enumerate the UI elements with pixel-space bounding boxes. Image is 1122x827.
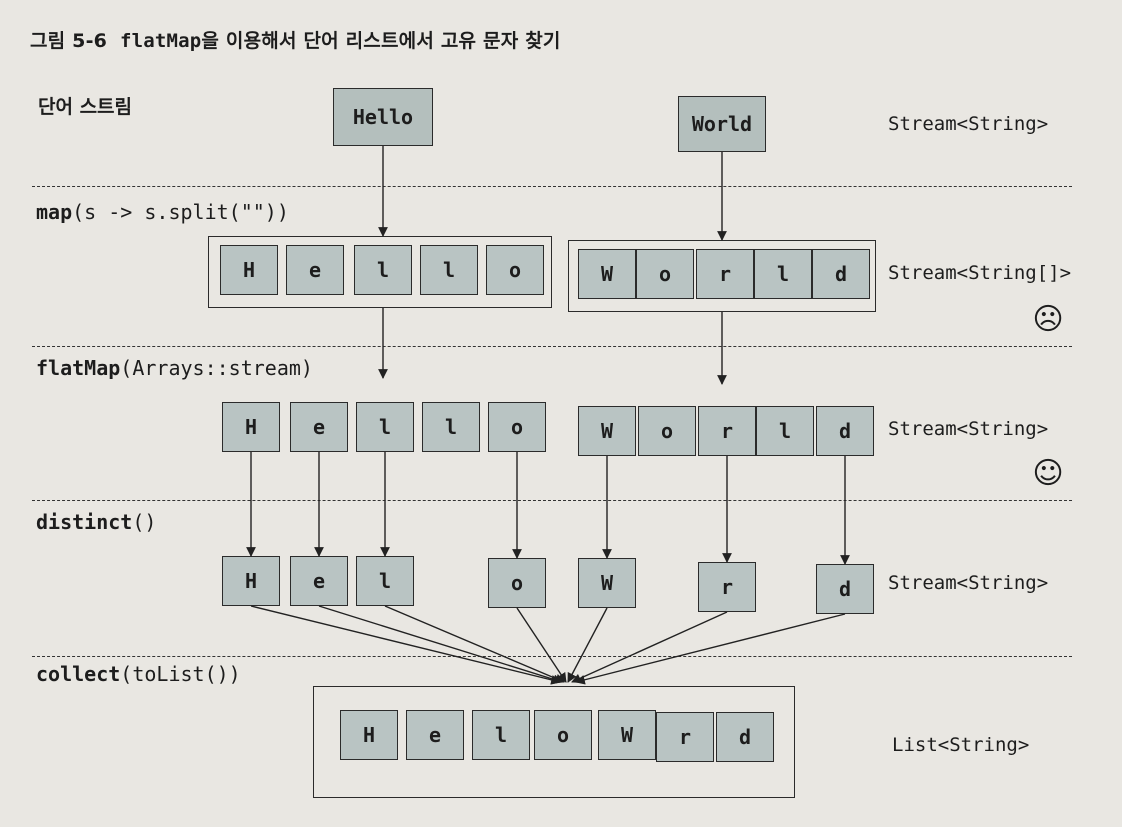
map-cell: l <box>754 249 812 299</box>
stage-collect-name: collect <box>36 662 121 686</box>
stage-label-collect: collect(toList()) <box>36 662 241 686</box>
arrow <box>250 605 561 685</box>
divider-4 <box>32 656 1072 657</box>
collect-cell: W <box>598 710 656 760</box>
divider-1 <box>32 186 1072 187</box>
distinct-cell: e <box>290 556 348 606</box>
arrow <box>575 613 846 685</box>
word-box-world: World <box>678 96 766 152</box>
flatmap-cell: d <box>816 406 874 456</box>
stage-map-arg: (s -> s.split("")) <box>72 200 289 224</box>
flatmap-cell: W <box>578 406 636 456</box>
stage-label-distinct: distinct() <box>36 510 156 534</box>
flatmap-cell: r <box>698 406 756 456</box>
stage-label-map: map(s -> s.split("")) <box>36 200 289 224</box>
map-cell: o <box>636 249 694 299</box>
stage-distinct-name: distinct <box>36 510 133 534</box>
collect-cell: r <box>656 712 714 762</box>
collect-cell: l <box>472 710 530 760</box>
list-frame <box>313 686 795 798</box>
flatmap-cell: o <box>638 406 696 456</box>
flatmap-cell: e <box>290 402 348 452</box>
stage-flatmap-name: flatMap <box>36 356 121 380</box>
sad-face-icon: ☹ <box>1032 302 1064 337</box>
map-cell: e <box>286 245 344 295</box>
arrow <box>567 607 608 683</box>
collect-cell: H <box>340 710 398 760</box>
figure-caption: 그림 5-6 flatMap을 이용해서 단어 리스트에서 고유 문자 찾기 <box>30 26 561 53</box>
flatmap-cell: l <box>756 406 814 456</box>
map-cell: o <box>486 245 544 295</box>
arrow <box>516 607 567 683</box>
distinct-cell: H <box>222 556 280 606</box>
flatmap-cell: l <box>422 402 480 452</box>
map-cell: W <box>578 249 636 299</box>
map-cell: H <box>220 245 278 295</box>
divider-3 <box>32 500 1072 501</box>
caption-text: 을 이용해서 단어 리스트에서 고유 문자 찾기 <box>201 30 561 52</box>
type-label-words: Stream<String> <box>888 113 1049 135</box>
stage-label-words: 단어 스트림 <box>38 96 133 118</box>
arrow <box>571 611 728 683</box>
happy-face-icon: ☺ <box>1032 456 1064 491</box>
distinct-cell: d <box>816 564 874 614</box>
stage-collect-arg: (toList()) <box>120 662 241 686</box>
divider-2 <box>32 346 1072 347</box>
map-cell: l <box>420 245 478 295</box>
word-box-hello: Hello <box>333 88 433 146</box>
map-cell: l <box>354 245 412 295</box>
arrow <box>318 605 563 685</box>
flatmap-cell: l <box>356 402 414 452</box>
type-label-map: Stream<String[]> <box>888 262 1072 284</box>
distinct-cell: W <box>578 558 636 608</box>
map-cell: r <box>696 249 754 299</box>
type-label-collect: List<String> <box>892 734 1030 756</box>
stage-distinct-arg: () <box>132 510 157 534</box>
collect-cell: e <box>406 710 464 760</box>
caption-code: flatMap <box>119 30 202 52</box>
flatmap-cell: H <box>222 402 280 452</box>
flatmap-cell: o <box>488 402 546 452</box>
stage-flatmap-arg: (Arrays::stream) <box>120 356 313 380</box>
stage-label-flatmap: flatMap(Arrays::stream) <box>36 356 313 380</box>
collect-cell: d <box>716 712 774 762</box>
caption-number: 그림 5-6 <box>30 30 108 52</box>
arrow <box>384 605 565 684</box>
map-cell: d <box>812 249 870 299</box>
type-label-flatmap: Stream<String> <box>888 418 1049 440</box>
stage-map-name: map <box>36 200 73 224</box>
collect-cell: o <box>534 710 592 760</box>
type-label-distinct: Stream<String> <box>888 572 1049 594</box>
